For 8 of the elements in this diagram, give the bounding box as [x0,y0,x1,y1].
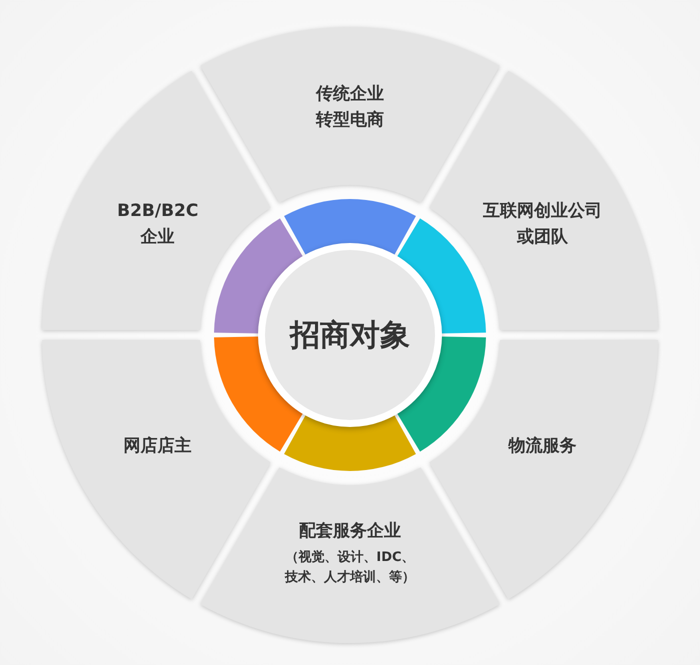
segment-label: 物流服务 [482,433,602,459]
segment-label: B2B/B2C企业 [112,198,203,250]
segment-label: 传统企业转型电商 [310,81,390,133]
segment-label: 互联网创业公司或团队 [480,198,605,250]
segment-note: （视觉、设计、IDC、技术、人才培训、等） [284,549,416,587]
segment-label: 配套服务企业 [299,520,401,543]
segment-label: 网店店主 [98,433,218,459]
center-title: 招商对象 [290,316,410,354]
